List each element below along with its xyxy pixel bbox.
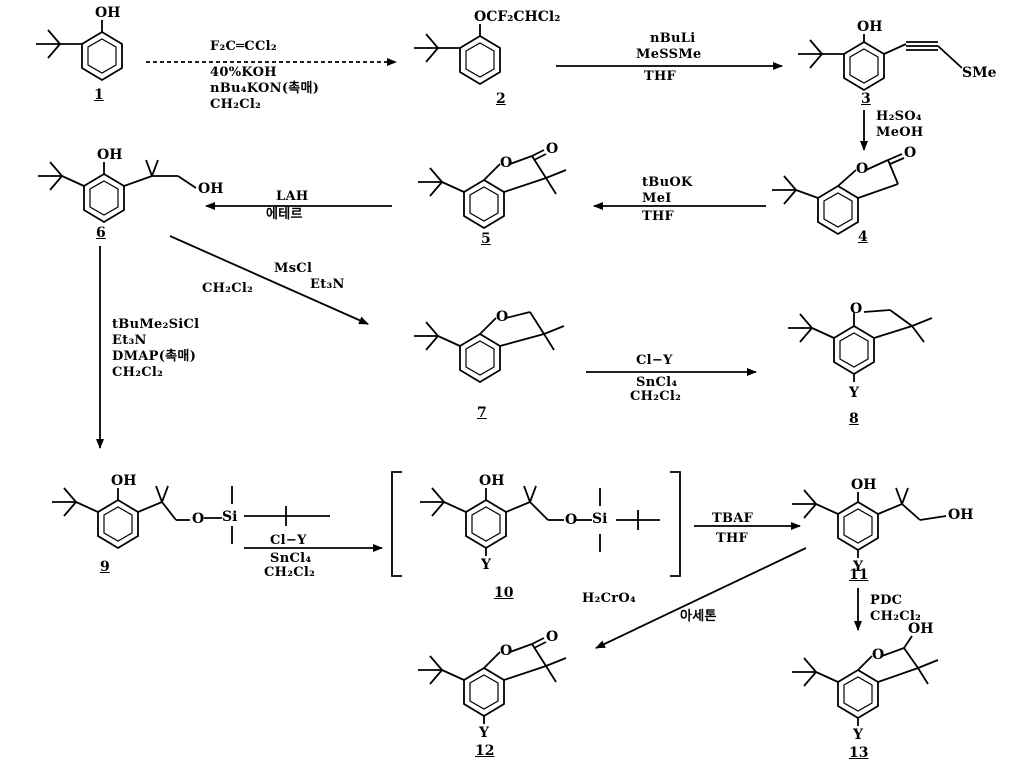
- c2-o-label: OCF₂CHCl₂: [474, 10, 560, 24]
- cond-6-7-solvent: CH₂Cl₂: [202, 282, 253, 295]
- compound-4-structure: [772, 154, 904, 234]
- cond-6-9-solvent: CH₂Cl₂: [112, 366, 163, 379]
- cond-7-8-reagent: Cl−Y: [636, 354, 673, 367]
- compound-number-13: 13: [849, 746, 868, 760]
- compound-8-structure: [788, 310, 932, 382]
- c11-oh2-label: OH: [948, 508, 973, 522]
- cond-2-3-reagent2: MeSSMe: [636, 48, 702, 61]
- cond-6-9-catalyst: DMAP(촉매): [112, 350, 196, 363]
- compound-11-structure: [792, 488, 946, 558]
- cond-9-10-solvent: CH₂Cl₂: [264, 566, 315, 579]
- compound-number-11: 11: [849, 568, 868, 582]
- compound-number-8: 8: [849, 412, 859, 426]
- c9-oh-label: OH: [111, 474, 136, 488]
- cond-11-12-solvent: 아세톤: [680, 610, 717, 623]
- cond-2-3-solvent: THF: [644, 70, 676, 83]
- c8-y-label: Y: [849, 386, 859, 400]
- cond-7-8-solvent: CH₂Cl₂: [630, 390, 681, 403]
- cond-6-9-reagent: tBuMe₂SiCl: [112, 318, 199, 331]
- cond-6-7-base: Et₃N: [310, 278, 345, 291]
- c9-si-label: Si: [222, 510, 237, 524]
- cond-1-2-catalyst: nBu₄KON(촉매): [210, 82, 319, 95]
- cond-4-5-solvent: THF: [642, 210, 674, 223]
- c12-carbonyl-o-label: O: [546, 630, 558, 644]
- cond-11-12-reagent: H₂CrO₄: [582, 592, 636, 605]
- compound-3-structure: [798, 34, 962, 90]
- cond-4-5-base: tBuOK: [642, 176, 693, 189]
- c7-o-label: O: [496, 310, 508, 324]
- bracket-left: [392, 472, 402, 576]
- cond-6-7-reagent: MsCl: [274, 262, 312, 275]
- compound-12-structure: [418, 638, 566, 724]
- cond-5-6-reagent: LAH: [276, 190, 308, 203]
- c12-o-label: O: [500, 644, 512, 658]
- compound-number-9: 9: [100, 560, 110, 574]
- cond-6-9-base: Et₃N: [112, 334, 147, 347]
- c10-y-label: Y: [481, 558, 491, 572]
- compound-5-structure: [418, 150, 566, 228]
- compound-number-5: 5: [481, 232, 491, 246]
- bracket-right: [670, 472, 680, 576]
- c13-y-label: Y: [853, 728, 863, 742]
- c10-si-label: Si: [592, 512, 607, 526]
- cond-11-13-solvent: CH₂Cl₂: [870, 610, 921, 623]
- compound-number-6: 6: [96, 226, 106, 240]
- compound-1-structure: [36, 20, 122, 80]
- cond-5-6-solvent: 에테르: [266, 208, 303, 221]
- cond-4-5-reagent: MeI: [642, 192, 672, 205]
- compound-number-12: 12: [475, 744, 494, 758]
- c12-y-label: Y: [479, 726, 489, 740]
- c1-oh-label: OH: [95, 6, 120, 20]
- compound-number-2: 2: [496, 92, 506, 106]
- c4-o-label: O: [856, 162, 868, 176]
- compound-number-1: 1: [94, 88, 104, 102]
- compound-2-structure: [414, 24, 500, 84]
- c9-o-label: O: [192, 512, 204, 526]
- compound-number-7: 7: [477, 406, 487, 420]
- c5-o-label: O: [500, 156, 512, 170]
- c8-o-label: O: [850, 302, 862, 316]
- cond-1-2-solvent: CH₂Cl₂: [210, 98, 261, 111]
- compound-6-structure: [38, 160, 196, 222]
- compound-7-structure: [414, 312, 564, 382]
- cond-3-4-acid: H₂SO₄: [876, 110, 922, 123]
- c10-o-label: O: [565, 513, 577, 527]
- c3-sme-label: SMe: [962, 66, 997, 80]
- c6-oh-label: OH: [97, 148, 122, 162]
- c11-oh-label: OH: [851, 478, 876, 492]
- c3-oh-label: OH: [857, 20, 882, 34]
- cond-10-11-solvent: THF: [716, 532, 748, 545]
- c5-carbonyl-o-label: O: [546, 142, 558, 156]
- cond-11-13-reagent: PDC: [870, 594, 902, 607]
- compound-number-10: 10: [494, 586, 513, 600]
- cond-9-10-reagent: Cl−Y: [270, 534, 307, 547]
- cond-1-2-base: 40%KOH: [210, 66, 277, 79]
- compound-13-structure: [792, 636, 938, 726]
- c6-oh2-label: OH: [198, 182, 223, 196]
- cond-9-10-catalyst: SnCl₄: [270, 552, 311, 565]
- c13-o-label: O: [872, 648, 884, 662]
- cond-3-4-solvent: MeOH: [876, 126, 923, 139]
- c4-carbonyl-o-label: O: [904, 146, 916, 160]
- cond-7-8-catalyst: SnCl₄: [636, 376, 677, 389]
- compound-number-3: 3: [861, 92, 871, 106]
- cond-1-2-reagent: F₂C═CCl₂: [210, 40, 277, 53]
- cond-2-3-reagent1: nBuLi: [650, 32, 695, 45]
- cond-10-11-reagent: TBAF: [712, 512, 753, 525]
- compound-number-4: 4: [858, 230, 868, 244]
- c13-oh-label: OH: [908, 622, 933, 636]
- c10-oh-label: OH: [479, 474, 504, 488]
- compound-10-structure: [420, 486, 660, 556]
